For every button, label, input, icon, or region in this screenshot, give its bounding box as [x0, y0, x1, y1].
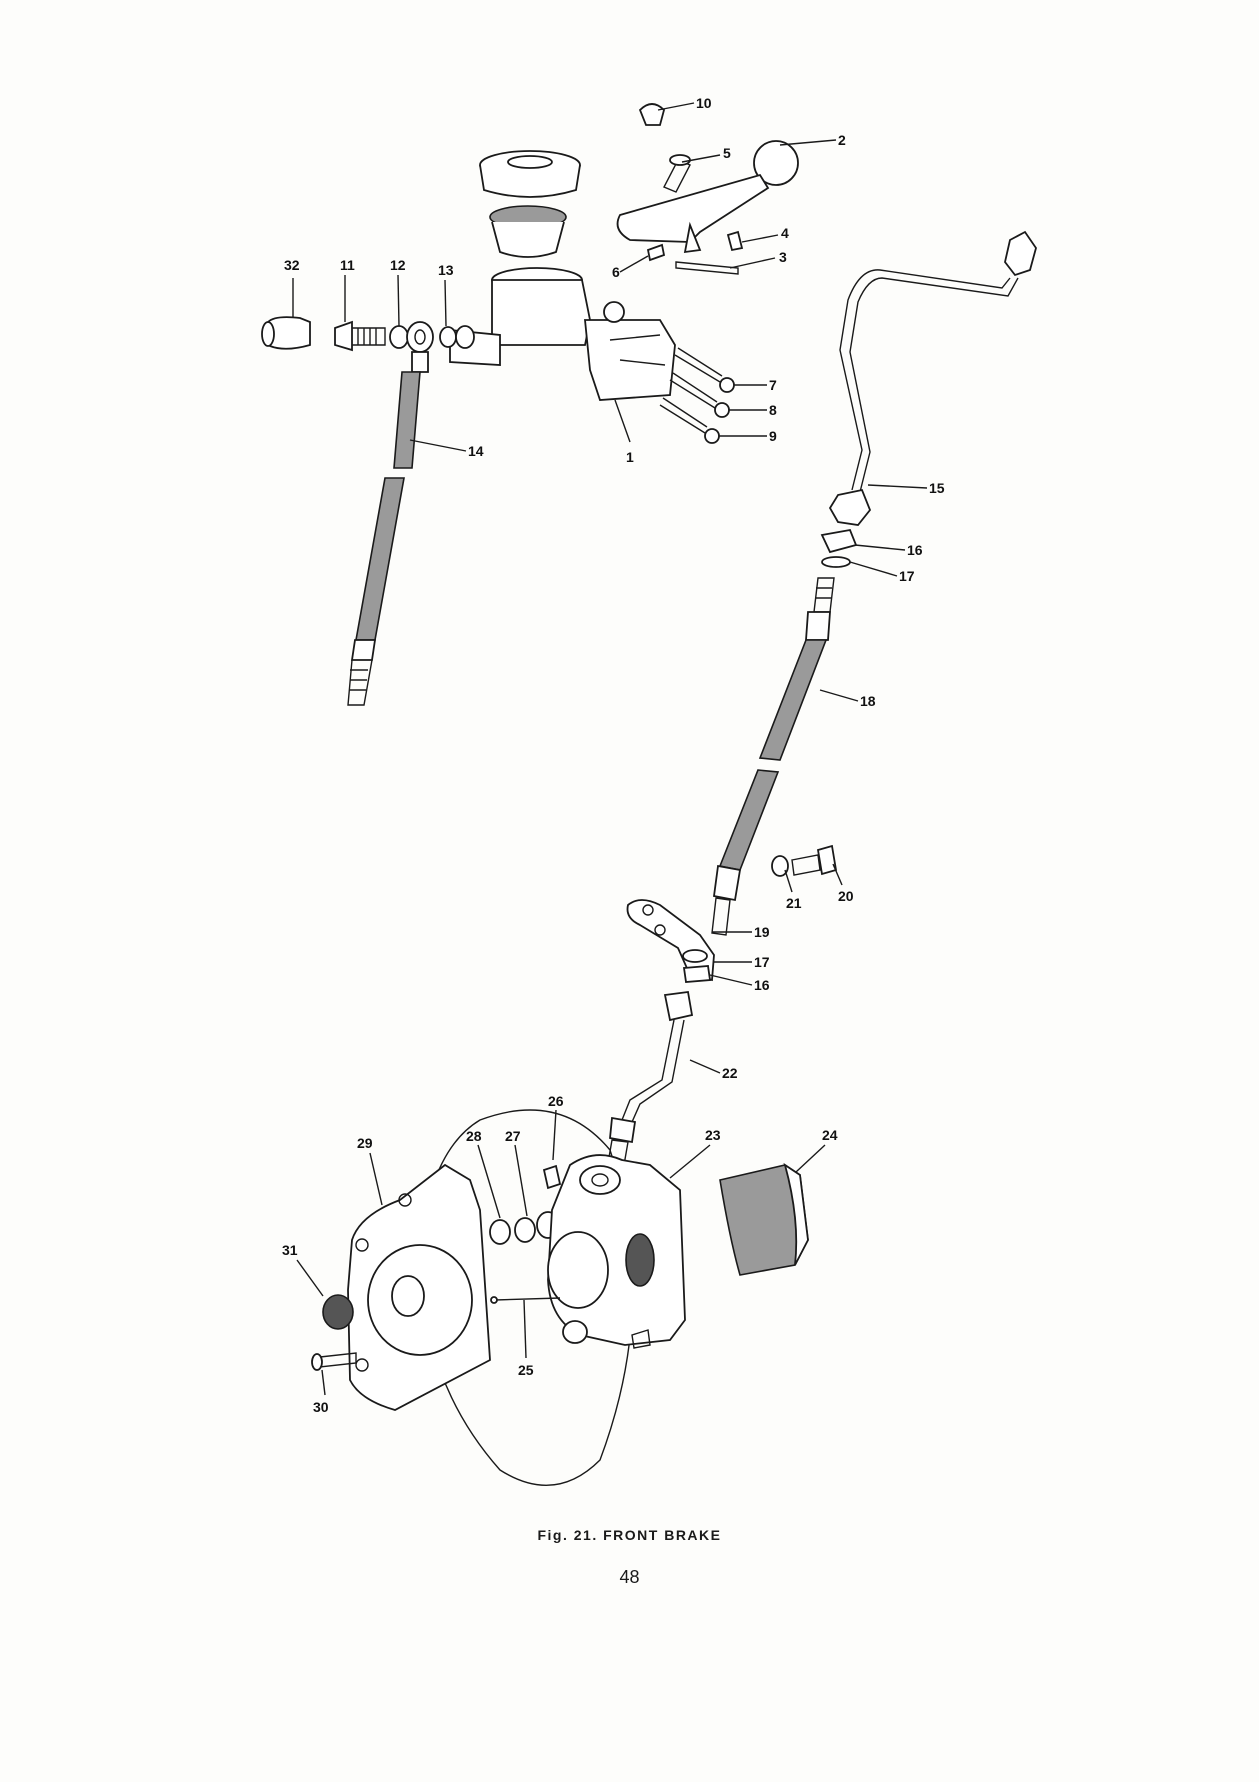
banjo-fittings — [261, 316, 475, 373]
callout-12: 12 — [390, 257, 406, 273]
brake-lever — [616, 103, 799, 275]
nut-washer-upper — [820, 528, 858, 568]
callout-10: 10 — [696, 95, 712, 111]
callout-25: 25 — [518, 1362, 534, 1378]
callout-26: 26 — [548, 1093, 564, 1109]
callout-11: 11 — [340, 257, 355, 273]
callout-16b: 16 — [754, 977, 770, 993]
split-pin-25 — [490, 1296, 561, 1304]
splash-shield-29 — [347, 1163, 491, 1411]
callout-27: 27 — [505, 1128, 521, 1144]
callout-30: 30 — [313, 1399, 329, 1415]
callout-23: 23 — [705, 1127, 721, 1143]
callout-2: 2 — [838, 132, 846, 148]
callout-3: 3 — [779, 249, 787, 265]
leader-lines — [292, 102, 928, 1396]
callout-32: 32 — [284, 257, 300, 273]
brake-pipe-22 — [607, 990, 694, 1166]
master-cylinder-assembly — [449, 150, 676, 401]
callout-16a: 16 — [907, 542, 923, 558]
callout-labels: 1 2 3 4 5 6 7 8 9 10 11 12 13 14 15 16 1… — [282, 95, 945, 1415]
callout-1: 1 — [626, 449, 634, 465]
callout-24: 24 — [822, 1127, 838, 1143]
bolt-30-cap-31 — [311, 1294, 357, 1371]
callout-31: 31 — [282, 1242, 298, 1258]
caliper-23 — [547, 1154, 686, 1349]
callout-19: 19 — [754, 924, 770, 940]
callout-29: 29 — [357, 1135, 373, 1151]
callout-15: 15 — [929, 480, 945, 496]
callout-17b: 17 — [754, 954, 770, 970]
callout-9: 9 — [769, 428, 777, 444]
hose-14 — [347, 371, 421, 706]
callout-21: 21 — [786, 895, 802, 911]
callout-18: 18 — [860, 693, 876, 709]
callout-7: 7 — [769, 377, 777, 393]
page-number: 48 — [619, 1567, 640, 1587]
brake-pad-24 — [719, 1162, 809, 1276]
callout-28: 28 — [466, 1128, 482, 1144]
figure-caption: Fig. 21. FRONT BRAKE — [537, 1527, 722, 1543]
callout-17a: 17 — [899, 568, 915, 584]
flex-hose-18 — [711, 577, 835, 936]
callout-8: 8 — [769, 402, 777, 418]
callout-6: 6 — [612, 264, 620, 280]
callout-4: 4 — [781, 225, 789, 241]
brake-pipe-15 — [828, 230, 1037, 526]
callout-5: 5 — [723, 145, 731, 161]
callout-13: 13 — [438, 262, 454, 278]
callout-14: 14 — [468, 443, 484, 459]
nut-washer-lower — [682, 949, 712, 983]
callout-22: 22 — [722, 1065, 738, 1081]
callout-20: 20 — [838, 888, 854, 904]
